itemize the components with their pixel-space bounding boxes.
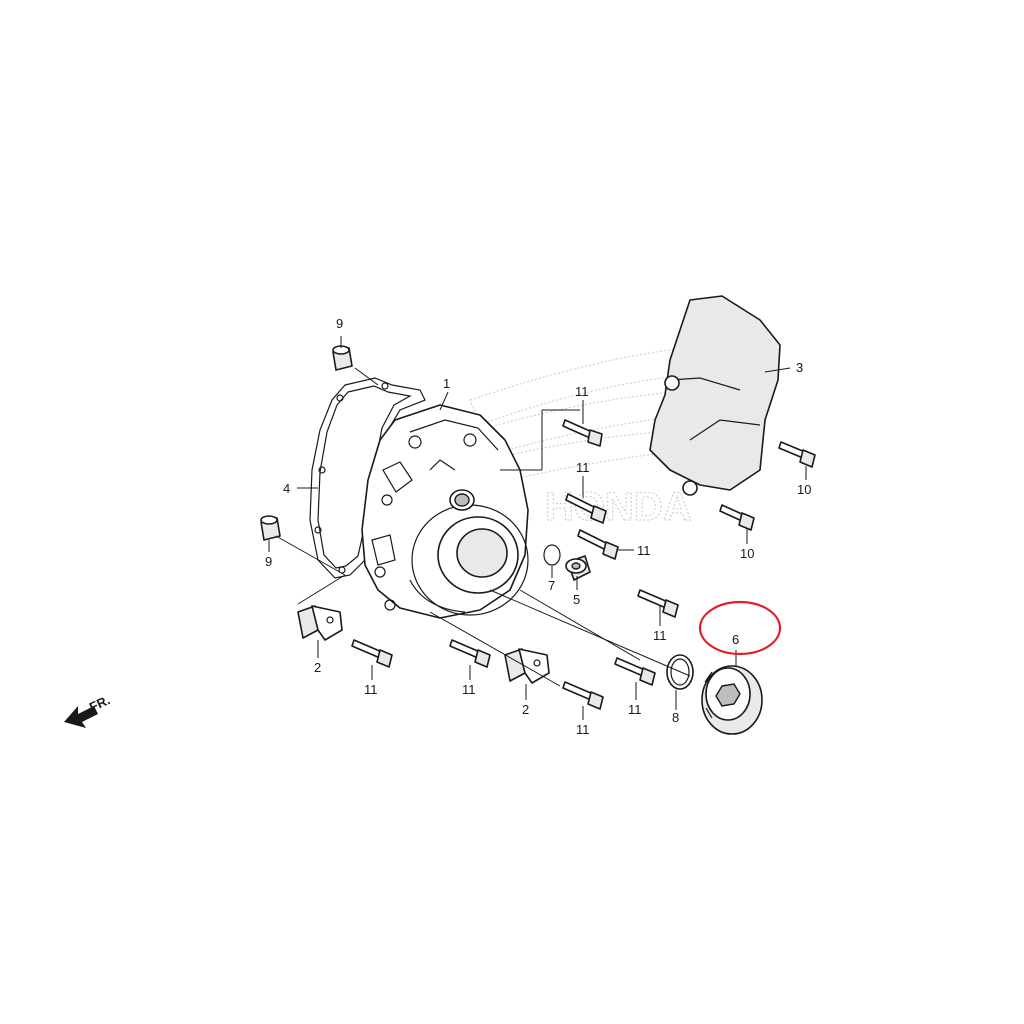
bolt-11-low-b bbox=[449, 639, 491, 668]
callout-8: 8 bbox=[672, 710, 679, 725]
callout-9-upper: 9 bbox=[336, 316, 343, 331]
o-ring-small bbox=[543, 544, 561, 566]
bolts bbox=[351, 419, 816, 710]
watermark-text: HONDA bbox=[545, 485, 692, 529]
callout-labels: 9 1 4 9 2 2 3 11 11 11 11 11 11 11 11 10… bbox=[265, 316, 811, 737]
callout-11-low-a: 11 bbox=[364, 682, 378, 697]
callout-11-right: 11 bbox=[637, 543, 651, 558]
callout-11-low-b: 11 bbox=[462, 682, 476, 697]
timing-hole-cap bbox=[565, 555, 591, 581]
o-ring-large-inner bbox=[670, 658, 690, 686]
callout-1: 1 bbox=[443, 376, 450, 391]
callout-11-upper: 11 bbox=[576, 460, 590, 475]
front-direction-arrow: FR. bbox=[64, 692, 112, 728]
highlight-circle bbox=[698, 600, 782, 656]
dowel-pin-upper bbox=[332, 345, 353, 371]
gasket-inner-edge bbox=[317, 385, 412, 569]
bolt-11-mid-b bbox=[637, 589, 679, 618]
honda-wing-watermark: HONDA bbox=[469, 344, 729, 530]
bolt-11-upper-b bbox=[565, 493, 607, 524]
dowel-pin-lower bbox=[260, 515, 281, 541]
callout-3: 3 bbox=[796, 360, 803, 375]
wire-clamp-right bbox=[504, 648, 550, 684]
bolt-10-upper bbox=[778, 441, 816, 468]
wire-clamp-left bbox=[297, 605, 343, 641]
sprocket-cover bbox=[649, 295, 781, 496]
callout-7: 7 bbox=[548, 578, 555, 593]
callout-9-lower: 9 bbox=[265, 554, 272, 569]
callout-6: 6 bbox=[732, 632, 739, 647]
bolt-11-low-d bbox=[614, 657, 656, 686]
bolt-11-upper-a bbox=[562, 419, 603, 447]
bolt-10-lower bbox=[719, 504, 755, 531]
callout-2-right: 2 bbox=[522, 702, 529, 717]
callout-10-lower: 10 bbox=[740, 546, 754, 561]
callout-11-low-d: 11 bbox=[628, 702, 642, 717]
direction-label: FR. bbox=[87, 692, 112, 714]
callout-11-low-c: 11 bbox=[576, 722, 590, 737]
callout-2-left: 2 bbox=[314, 660, 321, 675]
arrow-left-icon bbox=[64, 706, 98, 728]
left-crankcase-cover bbox=[361, 404, 529, 619]
bolt-11-mid-a bbox=[577, 529, 619, 560]
callout-11-mid: 11 bbox=[653, 628, 667, 643]
crankshaft-hole-cap bbox=[701, 665, 763, 735]
callout-11-top: 11 bbox=[575, 384, 589, 399]
callout-10-upper: 10 bbox=[797, 482, 811, 497]
callout-5: 5 bbox=[573, 592, 580, 607]
callout-4: 4 bbox=[283, 481, 290, 496]
leader-lines bbox=[268, 336, 807, 720]
bolt-11-low-a bbox=[351, 639, 393, 668]
bolt-11-low-c bbox=[562, 681, 604, 710]
